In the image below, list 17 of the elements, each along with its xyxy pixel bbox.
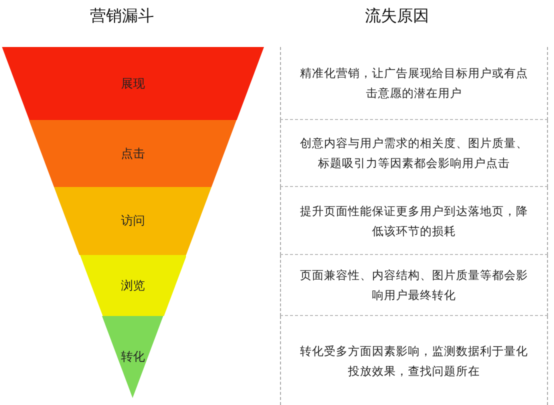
- funnel-stage: [2, 47, 264, 120]
- stage-label: 转化: [120, 348, 145, 366]
- reason-text: 创意内容与用户需求的相关度、图片质量、标题吸引力等因素都会影响用户点击: [299, 135, 529, 172]
- funnel-stage: [54, 187, 212, 255]
- funnel-stage: [29, 120, 237, 187]
- reason-text: 转化受多方面因素影响，监测数据利于量化投放效果，查找问题所在: [299, 342, 529, 380]
- reason-text: 提升页面性能保证更多用户到达落地页，降低该环节的损耗: [299, 202, 529, 240]
- stage-label: 展现: [121, 75, 145, 92]
- column-heading: 营销漏斗: [90, 6, 154, 27]
- reason-text: 精准化营销，让广告展现给目标用户或有点击意愿的潜在用户: [299, 65, 529, 102]
- column-heading: 流失原因: [365, 6, 429, 27]
- funnel-stage: [80, 255, 186, 316]
- stage-label: 访问: [120, 212, 145, 230]
- stage-label: 浏览: [120, 277, 145, 294]
- funnel-stage: [102, 316, 164, 398]
- stage-label: 点击: [120, 145, 145, 162]
- reason-text: 页面兼容性、内容结构、图片质量等都会影响用户最终转化: [299, 267, 529, 304]
